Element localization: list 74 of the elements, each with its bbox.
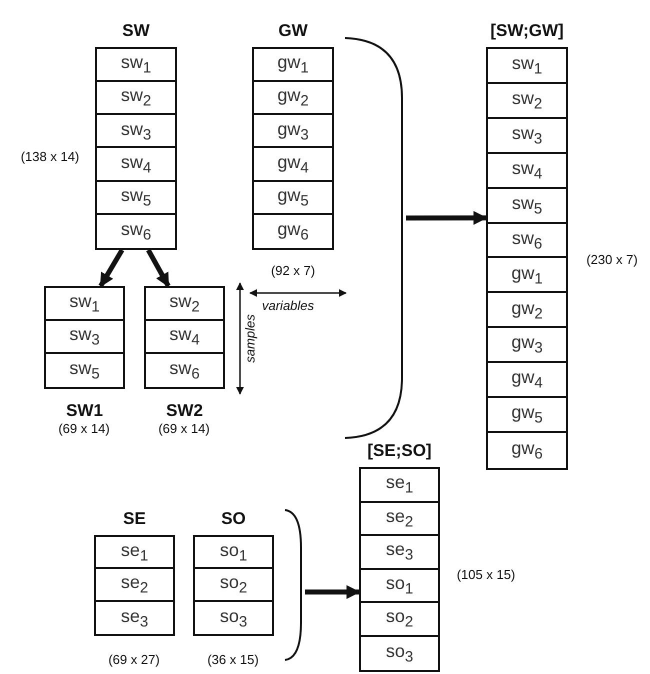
- matrix-row: sw$_{1}$: [488, 49, 566, 84]
- axis-label: samples: [242, 314, 258, 363]
- matrix-name: SO: [220, 509, 247, 529]
- matrix-row: sw$_{5}$: [46, 354, 123, 387]
- dimension-label: (105 x 15): [456, 567, 516, 582]
- matrix-row: sw$_{3}$: [46, 321, 123, 354]
- arrow: [98, 248, 124, 288]
- matrix-name: SW: [121, 21, 151, 41]
- matrix-row: sw$_{1}$: [46, 288, 123, 321]
- dimension-label: (69 x 27): [107, 652, 161, 667]
- matrix-row: sw$_{2}$: [146, 288, 223, 321]
- bracket: [344, 37, 403, 439]
- matrix-stack: [94, 535, 175, 636]
- dimension-label: (69 x 14): [157, 421, 211, 436]
- matrix-row: gw$_{2}$: [254, 82, 332, 116]
- matrix-row: so$_{3}$: [195, 602, 272, 634]
- matrix-name: SW2: [165, 401, 204, 421]
- bracket: [284, 509, 302, 661]
- matrix-row: gw$_{6}$: [488, 433, 566, 468]
- dimension-label: (92 x 7): [270, 263, 316, 278]
- axis-label: variables: [262, 298, 314, 313]
- dimension-label: (138 x 14): [20, 149, 80, 164]
- matrix-row: sw$_{5}$: [488, 188, 566, 224]
- matrix-row: gw$_{4}$: [488, 363, 566, 398]
- matrix-row: gw$_{3}$: [254, 115, 332, 148]
- matrix-row: sw$_{6}$: [97, 214, 175, 248]
- matrix-row: sw$_{4}$: [488, 154, 566, 189]
- matrix-stack: [95, 47, 177, 250]
- dimension-label: (69 x 14): [57, 421, 111, 436]
- dimension-label: (36 x 15): [206, 652, 260, 667]
- matrix-name: GW: [277, 21, 309, 41]
- matrix-stack: [486, 47, 568, 470]
- matrix-row: sw$_{1}$: [97, 49, 175, 82]
- dimension-label: (230 x 7): [585, 252, 639, 267]
- matrix-row: sw$_{2}$: [97, 82, 175, 116]
- matrix-row: gw$_{2}$: [488, 293, 566, 328]
- matrix-row: gw$_{6}$: [254, 214, 332, 248]
- matrix-row: se$_{1}$: [96, 537, 173, 570]
- matrix-row: sw$_{3}$: [488, 118, 566, 154]
- arrow: [406, 210, 488, 225]
- matrix-row: sw$_{4}$: [146, 321, 223, 354]
- matrix-row: so$_{1}$: [195, 537, 272, 570]
- matrix-name: SE: [122, 509, 147, 529]
- matrix-stack: [252, 47, 334, 250]
- matrix-name: [SE;SO]: [366, 441, 433, 461]
- matrix-name: [SW;GW]: [489, 21, 565, 41]
- arrow: [146, 248, 170, 288]
- matrix-row: sw$_{3}$: [97, 115, 175, 148]
- matrix-row: gw$_{4}$: [254, 148, 332, 182]
- matrix-row: gw$_{1}$: [488, 258, 566, 294]
- matrix-row: gw$_{3}$: [488, 328, 566, 364]
- matrix-stack: [144, 286, 225, 389]
- matrix-row: sw$_{2}$: [488, 84, 566, 119]
- matrix-row: sw$_{5}$: [97, 182, 175, 215]
- matrix-row: so$_{2}$: [361, 603, 438, 636]
- matrix-stack: [44, 286, 125, 389]
- matrix-row: gw$_{1}$: [254, 49, 332, 82]
- matrix-row: se$_{1}$: [361, 469, 438, 502]
- matrix-name: SW1: [65, 401, 104, 421]
- matrix-row: sw$_{6}$: [146, 354, 223, 387]
- matrix-row: se$_{2}$: [96, 569, 173, 602]
- matrix-stack: [193, 535, 274, 636]
- matrix-row: se$_{3}$: [361, 536, 438, 570]
- arrow: [305, 585, 360, 600]
- matrix-row: gw$_{5}$: [488, 398, 566, 434]
- matrix-row: so$_{1}$: [361, 570, 438, 603]
- matrix-row: se$_{3}$: [96, 602, 173, 634]
- matrix-row: se$_{2}$: [361, 502, 438, 536]
- matrix-row: so$_{3}$: [361, 636, 438, 670]
- matrix-row: sw$_{4}$: [97, 148, 175, 182]
- matrix-row: gw$_{5}$: [254, 182, 332, 215]
- matrix-row: so$_{2}$: [195, 569, 272, 602]
- matrix-stack: [359, 467, 440, 672]
- matrix-row: sw$_{6}$: [488, 224, 566, 258]
